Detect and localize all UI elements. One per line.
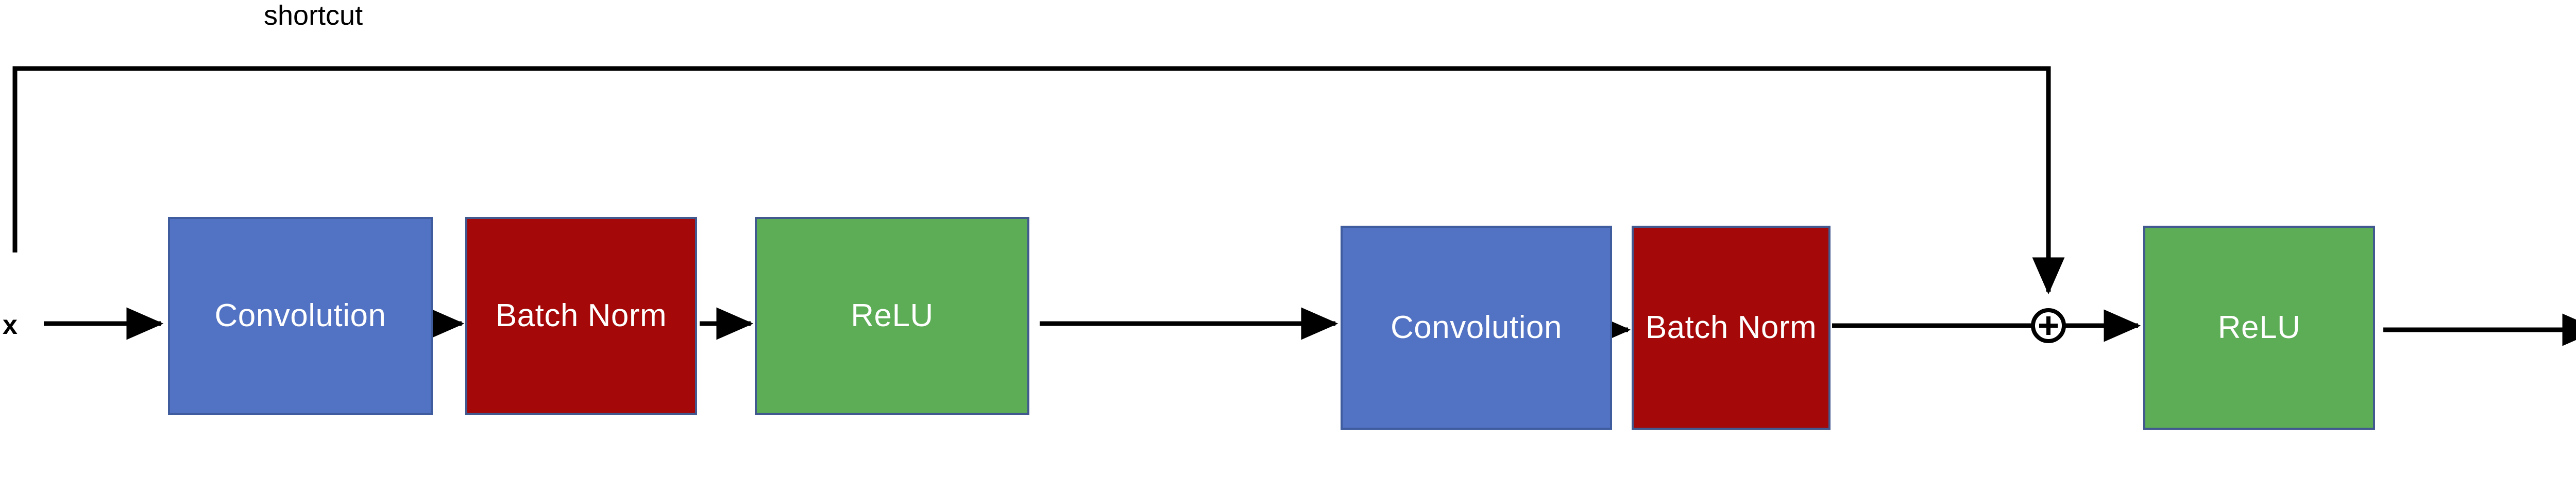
node-label: Batch Norm bbox=[1645, 310, 1817, 345]
node-label: Batch Norm bbox=[495, 298, 667, 333]
node-convolution-1[interactable]: Convolution bbox=[168, 217, 433, 415]
input-label: x bbox=[3, 310, 18, 340]
node-label: ReLU bbox=[851, 298, 934, 333]
sum-node bbox=[2031, 308, 2066, 343]
node-label: Convolution bbox=[1391, 310, 1562, 345]
node-convolution-2[interactable]: Convolution bbox=[1341, 226, 1612, 430]
node-batch-norm-1[interactable]: Batch Norm bbox=[465, 217, 697, 415]
node-label: ReLU bbox=[2217, 310, 2301, 345]
shortcut-label: shortcut bbox=[264, 0, 363, 31]
node-relu-1[interactable]: ReLU bbox=[755, 217, 1029, 415]
node-relu-2[interactable]: ReLU bbox=[2143, 226, 2375, 430]
edge-shortcut bbox=[12, 66, 2065, 295]
node-batch-norm-2[interactable]: Batch Norm bbox=[1632, 226, 1831, 430]
node-label: Convolution bbox=[214, 298, 386, 333]
